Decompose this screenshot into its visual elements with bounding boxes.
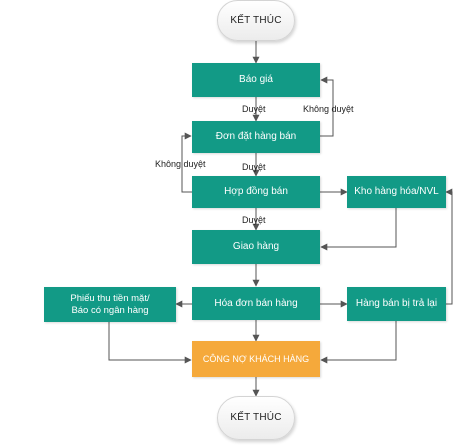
process-giao-hang: Giao hàng [192, 230, 320, 264]
process-hang-ban-tra-lai-label: Hàng bán bị trả lại [355, 298, 438, 309]
process-kho-hang-label: Kho hàng hóa/NVL [354, 186, 439, 197]
edge-label-khong-duyet-1: Không duyệt [303, 104, 354, 114]
process-hop-dong-ban: Hợp đồng bán [192, 176, 320, 208]
process-hop-dong-ban-label: Hợp đồng bán [224, 186, 288, 197]
process-cong-no-label: CÔNG NỢ KHÁCH HÀNG [202, 354, 310, 364]
process-phieu-thu-label: Phiếu thu tiền mặt/ Báo có ngân hàng [70, 292, 150, 316]
process-hang-ban-tra-lai: Hàng bán bị trả lại [347, 287, 446, 321]
edge-tra-lai-to-kho-hang [445, 188, 453, 305]
process-hoa-don-ban-hang-label: Hóa đơn bán hàng [214, 297, 298, 309]
end-terminal-top: KẾT THÚC [217, 0, 295, 41]
process-don-dat-hang-ban: Đơn đặt hàng bán [192, 121, 320, 153]
process-giao-hang-label: Giao hàng [232, 241, 280, 252]
edge-don-dat-hang-to-bao-gia [320, 76, 334, 137]
process-hoa-don-ban-hang: Hóa đơn bán hàng [192, 287, 320, 320]
edge-label-duyet-2: Duyệt [242, 162, 266, 172]
edge-hop-dong-to-don-dat-hang [181, 132, 192, 193]
process-cong-no-khach-hang: CÔNG NỢ KHÁCH HÀNG [192, 341, 320, 377]
end-terminal-top-label: KẾT THÚC [230, 14, 282, 26]
edge-label-duyet-1: Duyệt [242, 104, 266, 114]
edge-label-duyet-3: Duyệt [242, 215, 266, 225]
edge-tra-lai-to-cong-no [320, 321, 397, 364]
process-kho-hang: Kho hàng hóa/NVL [347, 176, 446, 208]
end-terminal-bottom-label: KẾT THÚC [230, 412, 282, 423]
process-bao-gia: Báo giá [192, 63, 320, 97]
edge-kho-hang-to-giao-hang [320, 208, 397, 251]
process-phieu-thu: Phiếu thu tiền mặt/ Báo có ngân hàng [44, 287, 176, 322]
process-bao-gia-label: Báo giá [239, 74, 273, 85]
edge-label-khong-duyet-2: Không duyệt [155, 159, 206, 169]
end-terminal-bottom: KẾT THÚC [217, 396, 295, 440]
edge-phieu-thu-to-cong-no [108, 322, 192, 364]
process-don-dat-hang-ban-label: Đơn đặt hàng bán [215, 131, 297, 142]
